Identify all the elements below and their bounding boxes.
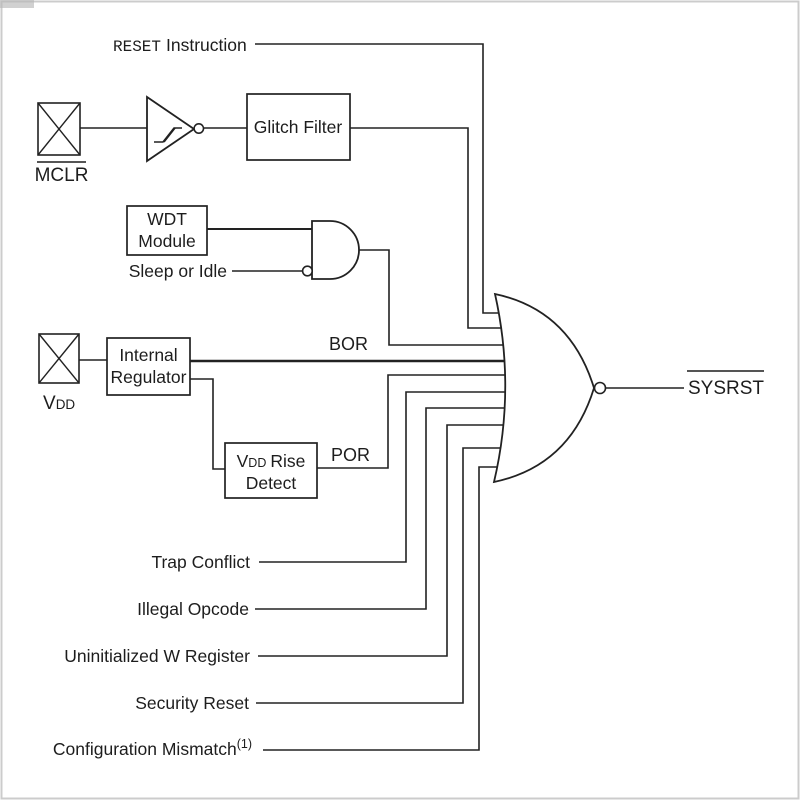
sysrst-label: SYSRST xyxy=(688,378,764,399)
illegal-opcode-label: Illegal Opcode xyxy=(137,599,249,619)
vdd-rise-detect-line2: Detect xyxy=(246,473,297,493)
or-output-bubble xyxy=(593,381,607,395)
schmitt-output-bubble xyxy=(193,123,205,135)
or-gate xyxy=(492,292,595,484)
vdd-pin-symbol xyxy=(38,333,80,384)
uninitialized-w-register-label: Uninitialized W Register xyxy=(64,646,250,666)
wire-trap-conflict xyxy=(259,391,513,563)
glitch-filter-label: Glitch Filter xyxy=(254,117,343,137)
wire-uninitialized-w xyxy=(258,424,511,657)
internal-regulator-box xyxy=(106,337,191,396)
bor-net-label: BOR xyxy=(329,334,368,354)
scan-artifact xyxy=(0,0,34,8)
internal-regulator-line1: Internal xyxy=(119,345,177,365)
wire-reset-instruction xyxy=(255,43,508,314)
and-gate xyxy=(311,220,360,280)
reset-instruction-label: Instruction xyxy=(166,35,247,55)
security-reset-label: Security Reset xyxy=(135,693,249,713)
reset-instruction-code: RESET xyxy=(113,38,161,56)
sleep-or-idle-label: Sleep or Idle xyxy=(129,261,227,281)
schmitt-trigger-icon xyxy=(146,95,205,163)
wdt-module-box xyxy=(126,205,208,256)
por-net-label: POR xyxy=(331,445,370,465)
mclr-pin-symbol xyxy=(37,102,81,156)
internal-regulator-line2: Regulator xyxy=(111,367,187,387)
wire-and-to-gate xyxy=(359,249,512,346)
wire-por xyxy=(317,374,512,469)
wire-configuration-mismatch xyxy=(263,466,504,751)
glitch-filter-box xyxy=(246,93,351,161)
wire-security-reset xyxy=(256,447,509,704)
wire-regulator-to-risedetect xyxy=(190,378,225,470)
trap-conflict-label: Trap Conflict xyxy=(151,552,250,572)
configuration-mismatch-label: Configuration Mismatch(1) xyxy=(53,737,252,759)
mclr-label: MCLR xyxy=(35,165,89,186)
wdt-module-line2: Module xyxy=(138,231,195,251)
wire-glitch-to-gate xyxy=(350,127,510,329)
vdd-rise-detect-box xyxy=(224,442,318,499)
vdd-label: VDD xyxy=(43,393,75,414)
and-input-bubble xyxy=(301,265,314,277)
wdt-module-line1: WDT xyxy=(147,209,187,229)
wire-illegal-opcode xyxy=(255,407,513,610)
